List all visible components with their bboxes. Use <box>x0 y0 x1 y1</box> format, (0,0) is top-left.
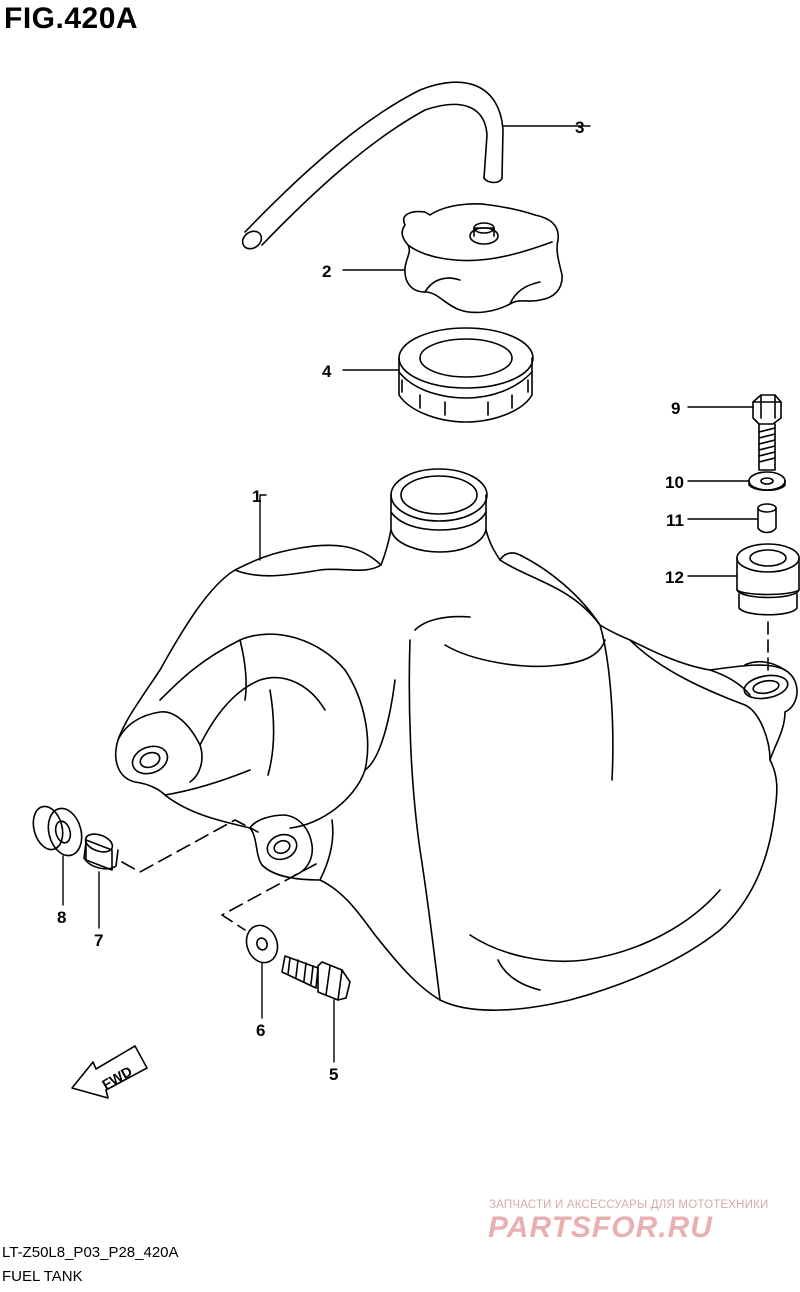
figure-code: LT-Z50L8_P03_P28_420A <box>2 1244 179 1261</box>
fuel-cap-part[interactable] <box>401 203 563 314</box>
callout-5: 5 <box>329 1065 338 1084</box>
callout-4: 4 <box>322 362 332 381</box>
washer-upper-part[interactable] <box>748 471 786 492</box>
bolt-lower-part[interactable] <box>281 955 351 1001</box>
collar-left-part[interactable] <box>83 831 119 871</box>
fwd-arrow-icon: FWD <box>71 1045 148 1099</box>
collar-upper-part[interactable] <box>757 503 777 534</box>
fuel-tank-part[interactable] <box>114 468 798 1011</box>
callout-1: 1 <box>252 487 261 506</box>
callout-10: 10 <box>665 473 684 492</box>
leader-lines <box>62 125 759 1063</box>
callout-11: 11 <box>666 511 684 530</box>
callout-2: 2 <box>322 262 331 281</box>
cushion-upper-part[interactable] <box>736 543 800 616</box>
breather-hose-part[interactable] <box>239 81 504 252</box>
callout-8: 8 <box>57 908 66 927</box>
callout-3: 3 <box>575 118 584 137</box>
bolt-upper-part[interactable] <box>752 394 782 471</box>
callout-7: 7 <box>94 931 103 950</box>
figure-name: FUEL TANK <box>2 1268 83 1285</box>
grommet-left-part[interactable] <box>29 803 87 859</box>
figure-title: FIG.420A <box>4 2 139 35</box>
callout-12: 12 <box>665 568 684 587</box>
washer-lower-part[interactable] <box>241 921 282 967</box>
filler-ring-part[interactable] <box>398 327 534 423</box>
callout-6: 6 <box>256 1021 265 1040</box>
watermark-tagline: ЗАПЧАСТИ И АКСЕССУАРЫ ДЛЯ МОТОТЕХНИКИ <box>489 1199 769 1211</box>
watermark-logo: PARTSFOR.RU <box>488 1211 713 1244</box>
callout-9: 9 <box>671 399 680 418</box>
